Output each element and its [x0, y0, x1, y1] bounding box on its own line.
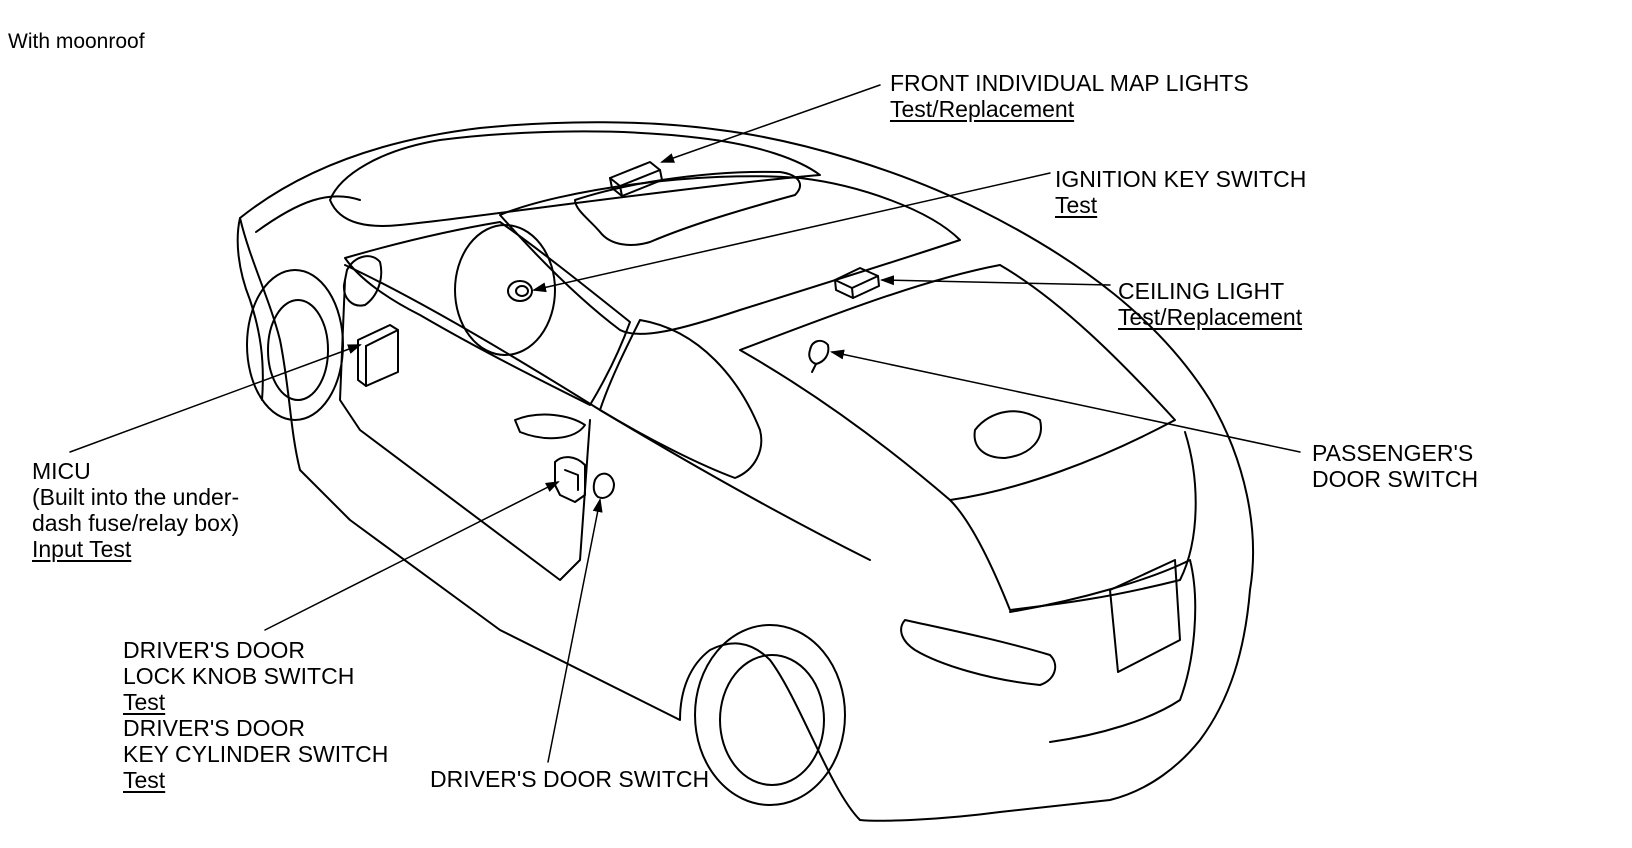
- rear-emblem: [973, 410, 1042, 459]
- ceiling-light-icon[interactable]: [834, 267, 880, 299]
- leader-driver-door: [547, 498, 603, 763]
- passenger-door-switch-icon[interactable]: [808, 339, 830, 373]
- micu-callout: MICU (Built into the under- dash fuse/re…: [32, 458, 239, 562]
- map-lights-callout: FRONT INDIVIDUAL MAP LIGHTS Test/Replace…: [890, 70, 1249, 122]
- moonroof-panel: [574, 170, 801, 246]
- ignition-key-switch-icon[interactable]: [507, 280, 533, 302]
- map-light-icon[interactable]: [609, 161, 663, 197]
- car-quarter-window: [599, 319, 763, 479]
- key-cylinder-test-link[interactable]: Test: [123, 767, 166, 793]
- car-body-outline: [239, 121, 1255, 822]
- micu-input-test-link[interactable]: Input Test: [32, 536, 132, 562]
- micu-note-line1: (Built into the under-: [32, 484, 240, 510]
- leader-ceiling: [880, 275, 1111, 286]
- passenger-door-line1: PASSENGER'S: [1312, 440, 1474, 466]
- key-cylinder-line2: KEY CYLINDER SWITCH: [123, 741, 389, 767]
- car-door-outline: [339, 279, 591, 581]
- ceiling-light-callout: CEILING LIGHT Test/Replacement: [1118, 278, 1302, 330]
- fuse-relay-box-icon[interactable]: [357, 324, 399, 387]
- micu-title: MICU: [32, 458, 91, 484]
- front-wheel-hub: [267, 299, 329, 401]
- leader-lines: [69, 84, 1301, 763]
- leader-micu: [69, 344, 362, 453]
- ignition-title: IGNITION KEY SWITCH: [1055, 166, 1307, 192]
- car-rear-bumper: [1009, 559, 1197, 743]
- leader-passenger-door: [830, 349, 1301, 453]
- car-door-belt-line: [344, 264, 871, 561]
- micu-note-line2: dash fuse/relay box): [32, 510, 240, 536]
- front-wheel: [246, 269, 344, 421]
- tail-light: [900, 619, 1057, 686]
- ceiling-light-test-link[interactable]: Test/Replacement: [1118, 304, 1303, 330]
- lock-knob-line2: LOCK KNOB SWITCH: [123, 663, 355, 689]
- passenger-door-callout: PASSENGER'S DOOR SWITCH: [1312, 440, 1478, 492]
- side-mirror: [342, 255, 383, 307]
- car-windshield: [329, 130, 821, 227]
- lock-knob-test-link[interactable]: Test: [123, 689, 166, 715]
- car-front-end: [236, 217, 264, 401]
- ignition-callout: IGNITION KEY SWITCH Test: [1055, 166, 1306, 218]
- car-roof: [499, 175, 961, 335]
- license-plate-recess: [1109, 559, 1181, 673]
- car-trunk-lid: [949, 431, 1197, 611]
- car-hood-line: [255, 195, 361, 233]
- map-lights-title: FRONT INDIVIDUAL MAP LIGHTS: [890, 70, 1249, 96]
- diagram-caption: With moonroof: [8, 30, 145, 53]
- lock-knob-switch-icon[interactable]: [554, 456, 586, 503]
- car-illustration: [236, 121, 1255, 822]
- leader-ignition: [532, 172, 1051, 293]
- lock-knob-line1: DRIVER'S DOOR: [123, 637, 306, 663]
- rear-wheel: [694, 624, 846, 806]
- door-handle: [514, 413, 586, 440]
- driver-door-switch-title: DRIVER'S DOOR SWITCH: [430, 766, 710, 792]
- driver-door-switch-callout: DRIVER'S DOOR SWITCH: [430, 766, 709, 792]
- rear-wheel-hub: [719, 654, 825, 786]
- ceiling-light-title: CEILING LIGHT: [1118, 278, 1285, 304]
- steering-wheel: [454, 224, 556, 356]
- map-lights-test-link[interactable]: Test/Replacement: [890, 96, 1075, 122]
- key-cylinder-line1: DRIVER'S DOOR: [123, 715, 306, 741]
- passenger-door-line2: DOOR SWITCH: [1312, 466, 1479, 492]
- driver-door-switches-callout: DRIVER'S DOOR LOCK KNOB SWITCH Test DRIV…: [123, 637, 388, 793]
- car-rear-window: [739, 264, 1176, 501]
- leader-map-lights: [660, 84, 881, 163]
- key-cylinder-switch-icon[interactable]: [592, 472, 615, 499]
- car-window-frame: [344, 221, 631, 406]
- leader-lock-knob: [264, 481, 560, 631]
- ignition-test-link[interactable]: Test: [1055, 192, 1098, 218]
